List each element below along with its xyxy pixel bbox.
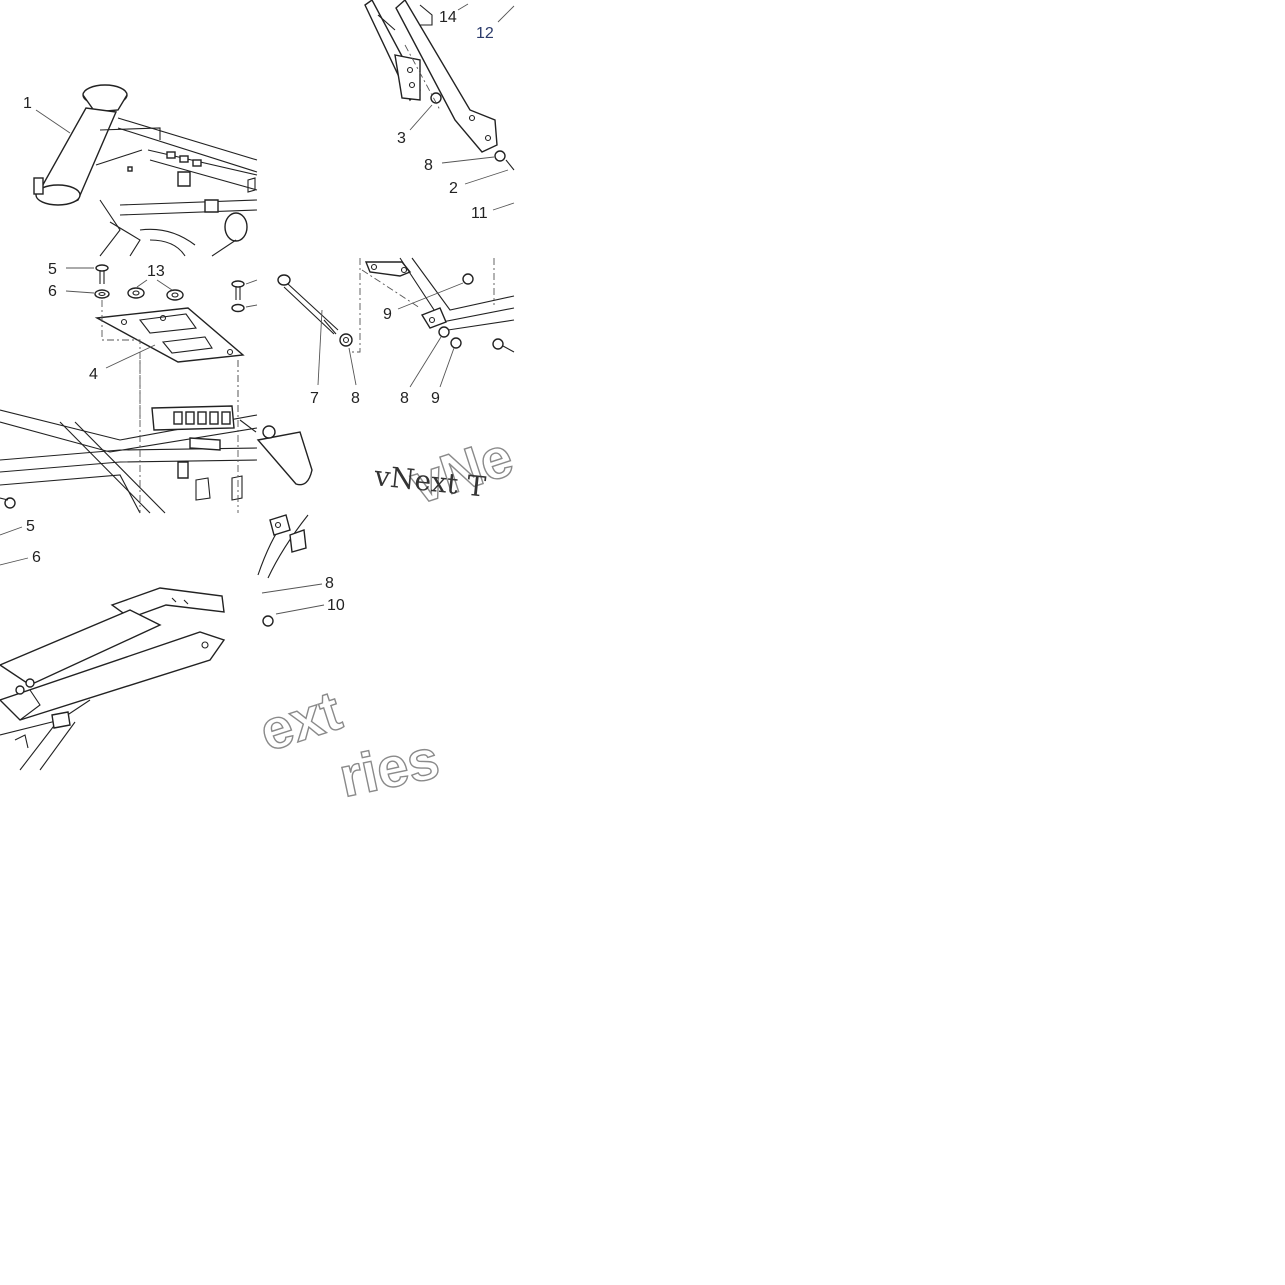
long-bolt-7	[277, 274, 339, 335]
rear-strut-part	[364, 0, 515, 171]
panel-rear-fixing: 8 10	[257, 514, 345, 627]
callout-2: 2	[449, 180, 458, 197]
callout-14: 14	[439, 9, 457, 26]
panel-lower-frame: 5 6	[0, 518, 226, 771]
watermark-ext: ext	[252, 678, 348, 763]
callout-5-bottom: 5	[26, 518, 35, 535]
callout-4: 4	[89, 366, 98, 383]
callout-8-bolt: 8	[351, 390, 360, 407]
callout-8-rear: 8	[325, 575, 334, 592]
panel-side-bracket: 9 8 9	[361, 257, 515, 407]
callout-11: 11	[471, 205, 488, 222]
grommets-13	[127, 287, 184, 301]
panel-mid-frame	[0, 360, 313, 514]
callout-12: 12	[476, 25, 494, 42]
panel-battery-plate: 5 6 13 4	[48, 261, 258, 420]
top-frame-tubes	[95, 117, 258, 257]
callout-6-top: 6	[48, 283, 57, 300]
panel-rear-strut: 14 12 3 8 2 11	[364, 0, 515, 222]
callout-8-bracket: 8	[400, 390, 409, 407]
lower-frame-part	[0, 587, 226, 771]
head-tube-part	[33, 84, 128, 206]
washer-6	[94, 289, 110, 299]
callout-5-top: 5	[48, 261, 57, 278]
callout-13: 13	[147, 263, 165, 280]
callout-6-bottom: 6	[32, 549, 41, 566]
callout-8-strut: 8	[424, 157, 433, 174]
screw-5	[95, 264, 109, 284]
callout-9-lower: 9	[431, 390, 440, 407]
callout-1: 1	[23, 95, 32, 112]
side-bracket-part	[361, 257, 515, 353]
callout-7: 7	[310, 390, 319, 407]
screw-right	[231, 279, 258, 313]
battery-plate-part	[94, 307, 245, 363]
callout-9-upper: 9	[383, 306, 392, 323]
panel-long-bolt: 7 8	[277, 258, 361, 407]
nut-8	[339, 333, 353, 347]
watermark-ries: ries	[334, 727, 445, 809]
callout-10: 10	[327, 597, 345, 614]
panel-head-tube: 1	[23, 84, 258, 257]
callout-3: 3	[397, 130, 406, 147]
